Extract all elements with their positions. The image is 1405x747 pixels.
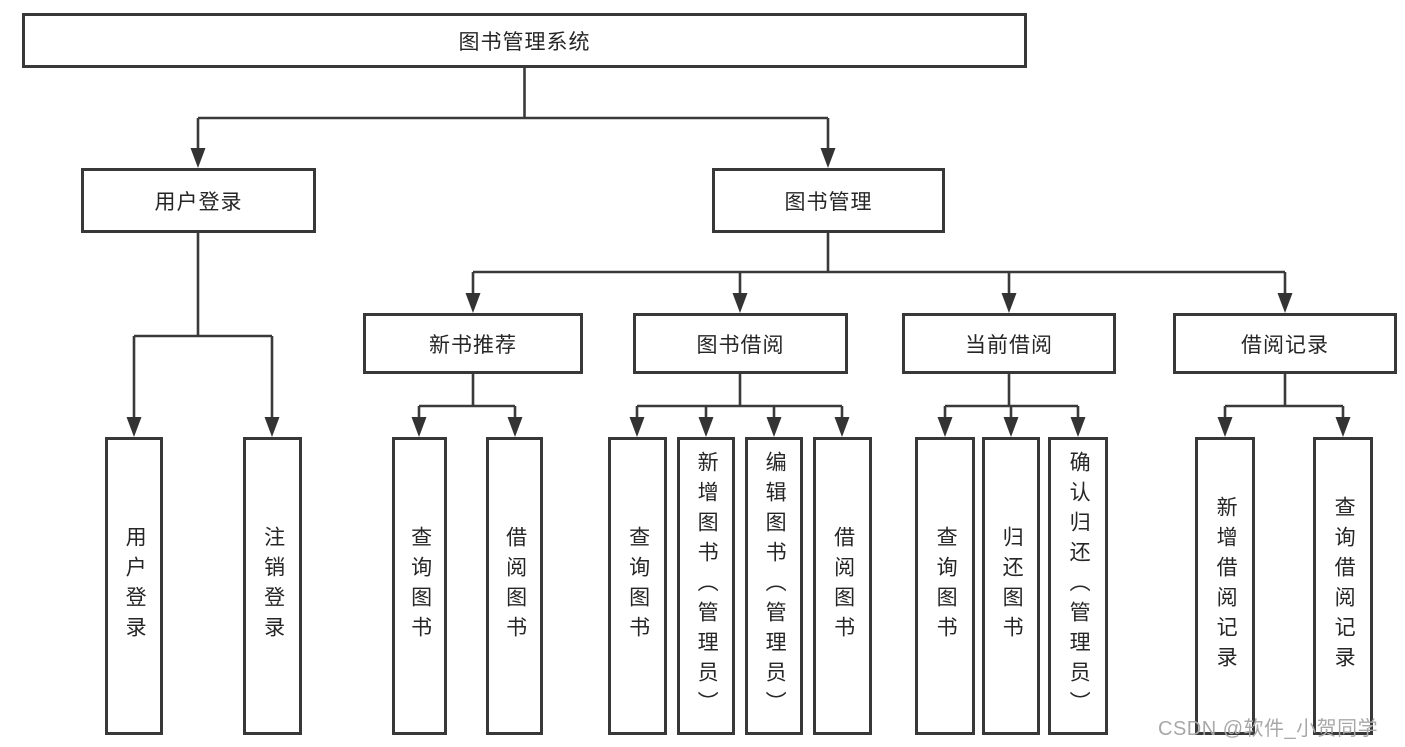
leaf-borrow-books-recommend: 借阅图书 — [486, 437, 543, 735]
node-book-borrowing: 图书借阅 — [633, 313, 848, 374]
node-library-management-system: 图书管理系统 — [22, 13, 1027, 68]
leaf-label: 新增图书（管理员） — [695, 451, 719, 721]
node-user-login: 用户登录 — [81, 168, 316, 233]
leaf-label: 借阅图书 — [831, 526, 855, 646]
leaf-label: 借阅图书 — [503, 526, 527, 646]
node-current-borrowing: 当前借阅 — [902, 313, 1116, 374]
leaf-label: 确认归还（管理员） — [1067, 451, 1091, 721]
leaf-label: 注销登录 — [261, 526, 285, 646]
node-book-management: 图书管理 — [712, 168, 945, 233]
node-borrowing-records: 借阅记录 — [1173, 313, 1397, 374]
node-label: 用户登录 — [154, 190, 243, 214]
leaf-return-book: 归还图书 — [982, 437, 1040, 735]
node-label: 借阅记录 — [1241, 333, 1329, 357]
leaf-borrow-books: 借阅图书 — [813, 437, 872, 735]
node-label: 图书管理系统 — [458, 30, 591, 54]
node-label: 图书借阅 — [696, 333, 785, 357]
leaf-query-books-current: 查询图书 — [915, 437, 975, 735]
csdn-watermark: CSDN @软件_小贺同学 — [1158, 718, 1379, 740]
leaf-label: 查询图书 — [934, 526, 958, 646]
leaf-label: 新增借阅记录 — [1214, 496, 1238, 676]
leaf-add-borrow-record: 新增借阅记录 — [1195, 437, 1255, 735]
leaf-label: 查询借阅记录 — [1332, 496, 1356, 676]
leaf-label: 查询图书 — [626, 526, 650, 646]
leaf-edit-book-admin: 编辑图书（管理员） — [745, 437, 803, 735]
leaf-label: 用户登录 — [123, 526, 147, 646]
leaf-add-book-admin: 新增图书（管理员） — [677, 437, 735, 735]
leaf-label: 编辑图书（管理员） — [763, 451, 787, 721]
node-new-book-recommendation: 新书推荐 — [363, 313, 583, 374]
leaf-confirm-return-admin: 确认归还（管理员） — [1048, 437, 1108, 735]
node-label: 图书管理 — [784, 190, 873, 214]
leaf-logout: 注销登录 — [243, 437, 302, 735]
node-label: 当前借阅 — [965, 333, 1053, 357]
leaf-user-login: 用户登录 — [105, 437, 163, 735]
leaf-query-borrow-record: 查询借阅记录 — [1313, 437, 1373, 735]
node-label: 新书推荐 — [429, 333, 517, 357]
leaf-label: 归还图书 — [1000, 526, 1024, 646]
leaf-label: 查询图书 — [408, 526, 432, 646]
leaf-query-books-recommend: 查询图书 — [392, 437, 447, 735]
leaf-query-books-borrow: 查询图书 — [608, 437, 667, 735]
